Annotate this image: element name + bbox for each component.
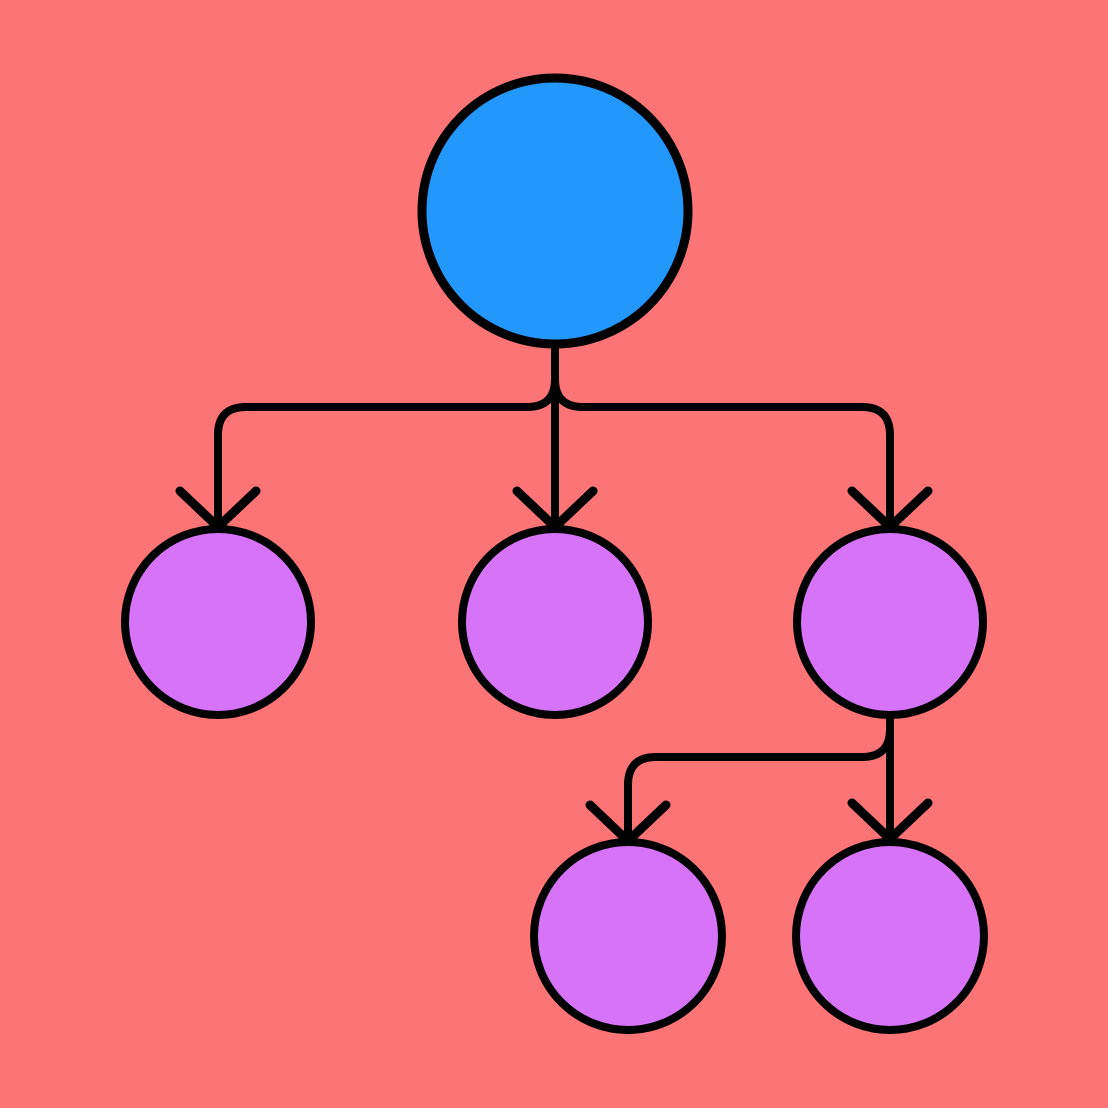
- node-grandchild-2: [792, 838, 988, 1034]
- arrowhead-into-grandchild-1: [585, 800, 671, 846]
- edge-root-to-child-3: [551, 344, 894, 525]
- node-child-3: [793, 525, 987, 719]
- arrowhead-into-child-2: [512, 486, 598, 532]
- arrowheads-layer: [175, 486, 933, 846]
- node-grandchild-1: [530, 838, 726, 1034]
- node-child-2: [458, 525, 652, 719]
- node-root: [417, 73, 693, 349]
- nodes-layer: [121, 73, 988, 1034]
- arrowhead-into-grandchild-2: [847, 798, 933, 844]
- node-child-1: [121, 525, 315, 719]
- edges-layer: [214, 344, 894, 839]
- arrowhead-into-child-1: [175, 486, 261, 532]
- arrowhead-into-child-3: [847, 486, 933, 532]
